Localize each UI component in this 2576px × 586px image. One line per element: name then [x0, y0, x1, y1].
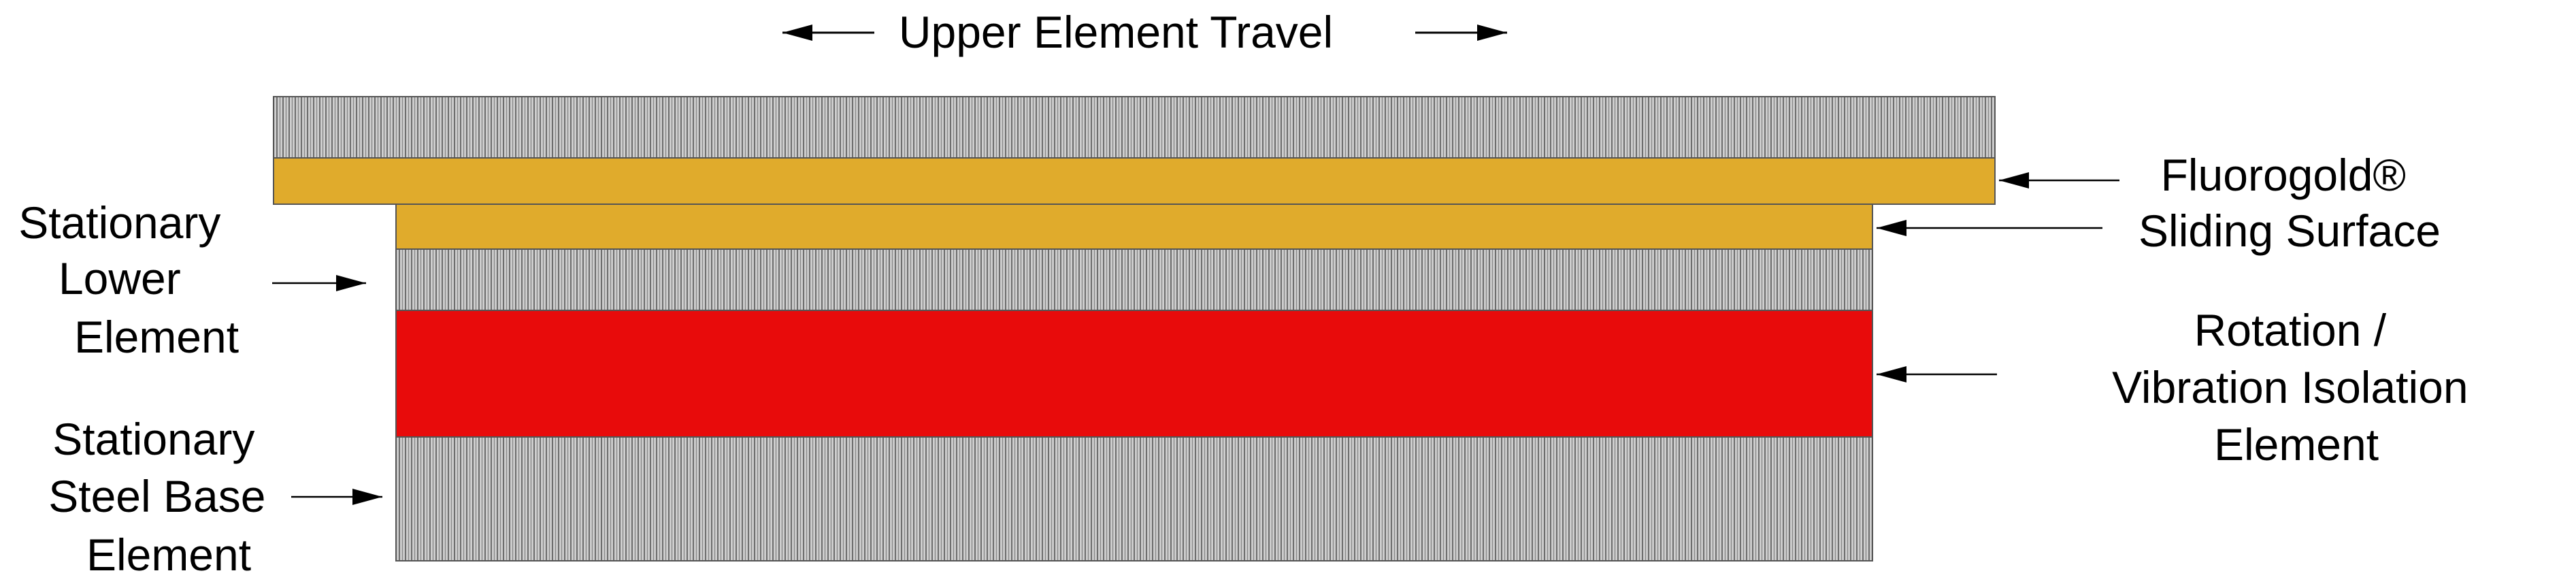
- label-isolation-line1: Rotation /: [2194, 305, 2387, 355]
- isolation-element: [395, 310, 1873, 438]
- label-stationary-lower: Stationary Lower Element: [18, 197, 239, 362]
- steel-base-element: [395, 436, 1873, 561]
- label-isolation-line2: Vibration Isolation: [2112, 362, 2468, 412]
- label-sliding-surface-line2: Sliding Surface: [2139, 206, 2441, 256]
- label-sliding-surface: Fluorogold® Sliding Surface: [2139, 150, 2441, 256]
- label-stationary-lower-line3: Element: [74, 312, 239, 362]
- diagram-title: Upper Element Travel: [899, 7, 1333, 57]
- label-isolation-line3: Element: [2214, 419, 2379, 470]
- label-stationary-lower-line2: Lower: [59, 253, 181, 304]
- label-isolation: Rotation / Vibration Isolation Element: [2112, 305, 2481, 470]
- label-steel-base-line2: Steel Base: [48, 471, 265, 521]
- label-steel-base-line1: Stationary: [52, 414, 254, 464]
- stationary-lower-element: [395, 248, 1873, 311]
- label-steel-base: Stationary Steel Base Element: [48, 414, 278, 580]
- upper-element: [273, 96, 1996, 159]
- label-sliding-surface-line1: Fluorogold®: [2161, 150, 2407, 200]
- label-steel-base-line3: Element: [86, 530, 251, 580]
- lower-sliding-surface: [395, 204, 1873, 250]
- label-stationary-lower-line1: Stationary: [18, 197, 220, 248]
- upper-sliding-surface: [273, 157, 1996, 205]
